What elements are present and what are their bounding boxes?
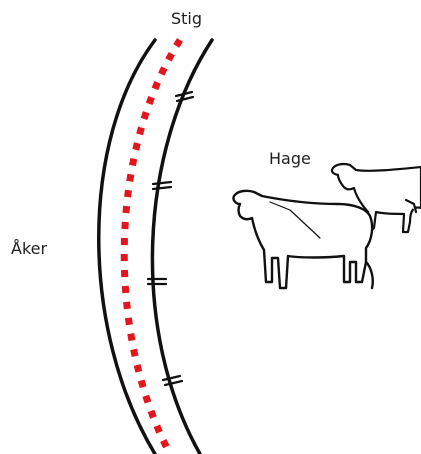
fence-hatch-3 [148,279,166,284]
fence-line [152,40,212,454]
fence-hatch-4 [163,376,182,385]
path-label: Stig [171,11,202,27]
field-label: Åker [11,241,47,257]
cow-icon [233,191,372,288]
fence-hatch-2 [153,182,171,189]
pasture-label: Hage [269,151,311,167]
